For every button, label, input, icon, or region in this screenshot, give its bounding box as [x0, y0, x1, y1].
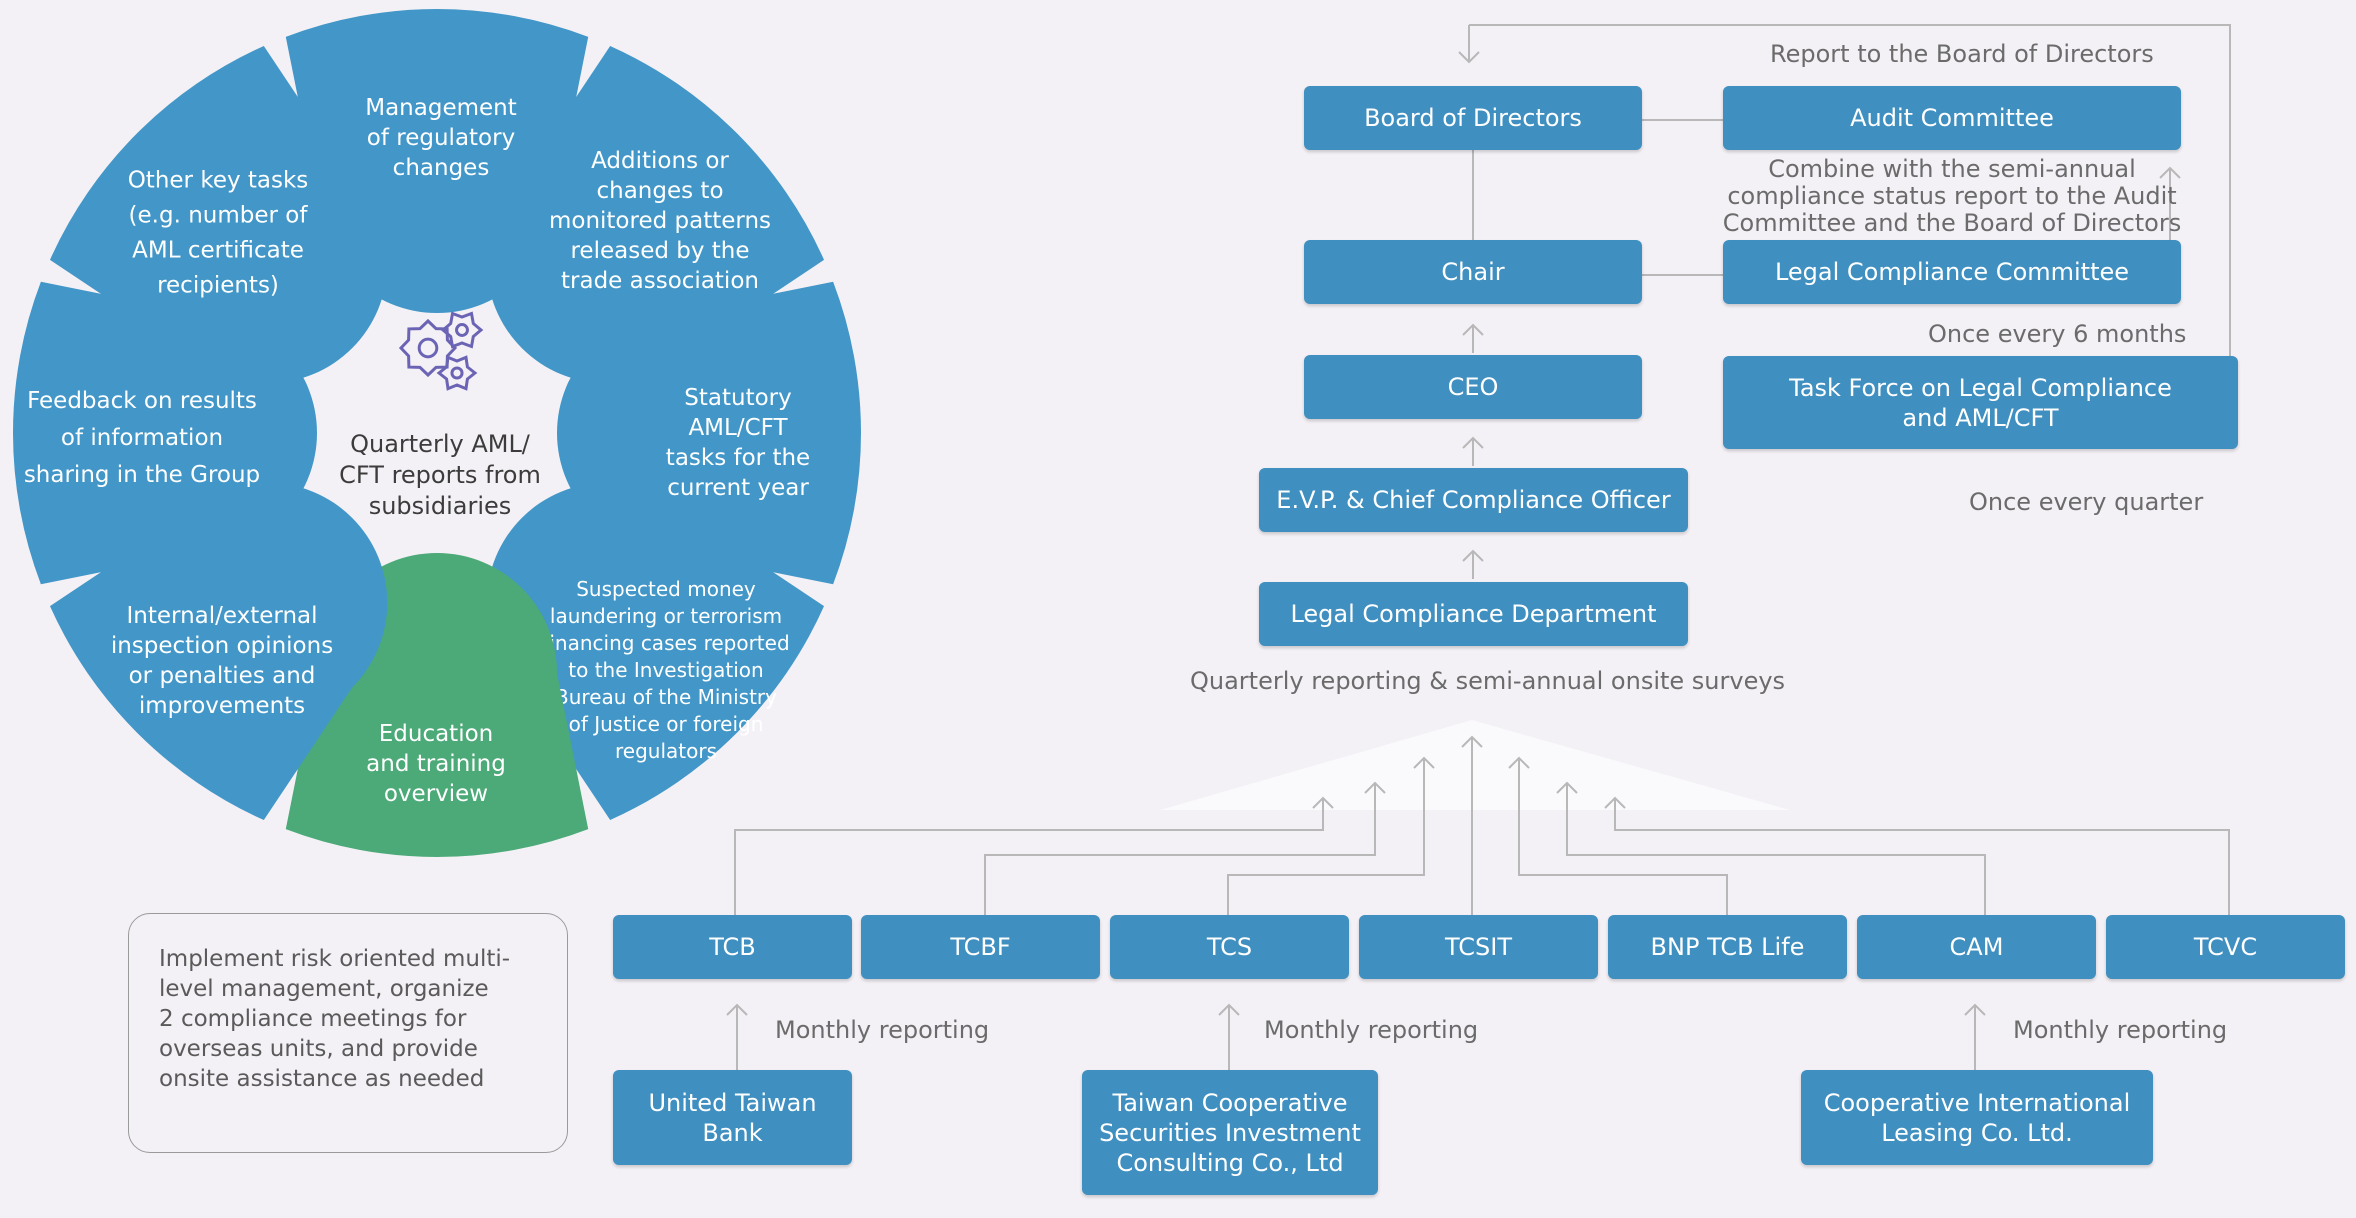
subsidiary-tcvc-box: TCVC: [2106, 915, 2345, 979]
cooperative-leasing-box: Cooperative International Leasing Co. Lt…: [1801, 1070, 2153, 1165]
subsidiary-tcsit-box: TCSIT: [1359, 915, 1598, 979]
audit-committee-box: Audit Committee: [1723, 86, 2181, 150]
monthly-reporting-label-3: Monthly reporting: [2013, 1016, 2228, 1044]
wheel-segment: [486, 45, 825, 384]
wheel-segment: [486, 482, 825, 821]
reporting-fan: [1160, 720, 1790, 810]
tcsic-box: Taiwan Cooperative Securities Investment…: [1082, 1070, 1378, 1195]
risk-management-note: Implement risk oriented multi- level man…: [128, 913, 568, 1153]
chair-box: Chair: [1304, 240, 1642, 304]
subsidiary-tcbf-box: TCBF: [861, 915, 1100, 979]
combine-report-label: Combine with the semi-annual compliance …: [1722, 155, 2182, 237]
legal-compliance-committee-box: Legal Compliance Committee: [1723, 240, 2181, 304]
subsidiary-tcs-box: TCS: [1110, 915, 1349, 979]
board-of-directors-box: Board of Directors: [1304, 86, 1642, 150]
legal-compliance-department-box: Legal Compliance Department: [1259, 582, 1688, 646]
six-months-label: Once every 6 months: [1928, 320, 2187, 348]
report-to-board-label: Report to the Board of Directors: [1770, 40, 2154, 68]
united-taiwan-bank-box: United Taiwan Bank: [613, 1070, 852, 1165]
evp-chief-compliance-officer-box: E.V.P. & Chief Compliance Officer: [1259, 468, 1688, 532]
subsidiary-cam-box: CAM: [1857, 915, 2096, 979]
wheel-segment: [49, 45, 388, 384]
ceo-box: CEO: [1304, 355, 1642, 419]
wheel-segment: [49, 482, 388, 821]
gears-icon: [398, 311, 484, 391]
quarter-label: Once every quarter: [1969, 488, 2204, 516]
quarterly-reporting-label: Quarterly reporting & semi-annual onsite…: [1190, 667, 1786, 695]
monthly-reporting-label-2: Monthly reporting: [1264, 1016, 1479, 1044]
monthly-reporting-label-1: Monthly reporting: [775, 1016, 990, 1044]
subsidiary-bnp-tcb-life-box: BNP TCB Life: [1608, 915, 1847, 979]
subsidiary-tcb-box: TCB: [613, 915, 852, 979]
task-force-box: Task Force on Legal Compliance and AML/C…: [1723, 356, 2238, 449]
